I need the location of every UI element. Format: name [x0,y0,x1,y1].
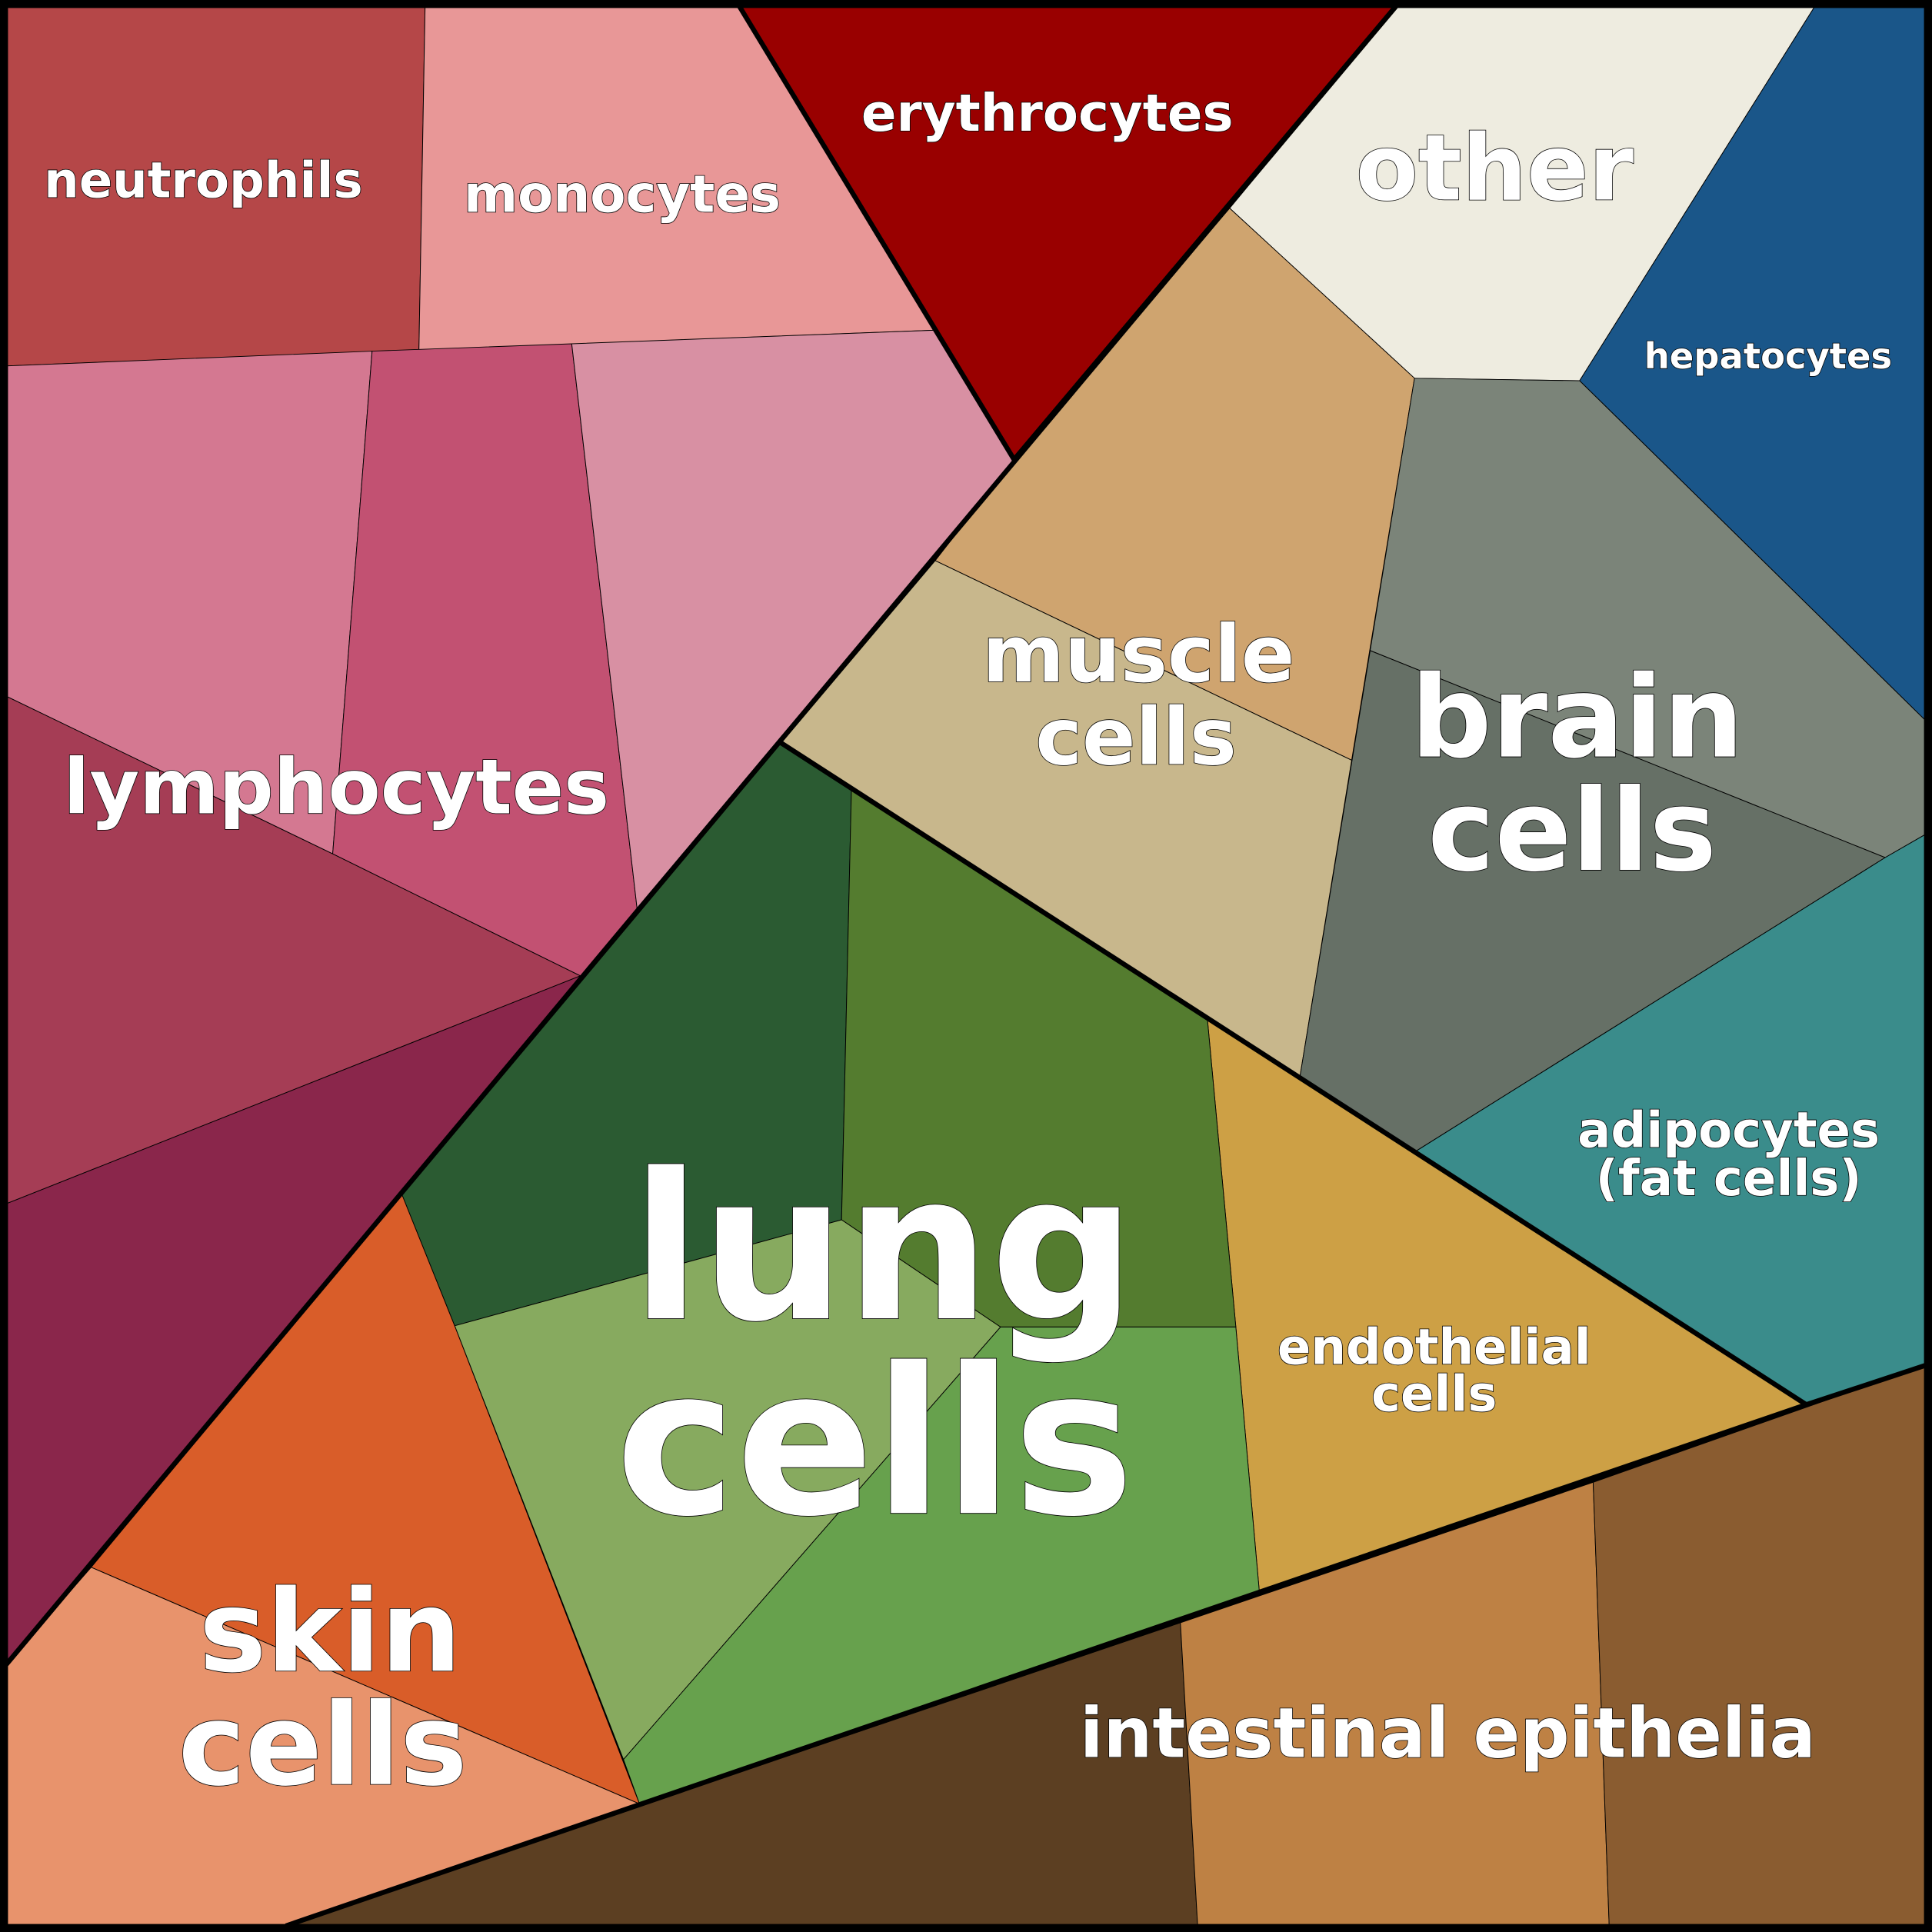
label-muscle-2: cells [1035,691,1237,783]
label-neutrophils: neutrophils [44,152,363,209]
label-brain-1: brain [1411,651,1744,784]
label-adipocytes-1: adipocytes [1577,1103,1880,1160]
label-brain-2: cells [1427,764,1717,897]
label-endothelial-1: endothelial [1277,1319,1591,1376]
label-skin-2: cells [178,1679,468,1811]
labels: neutrophils monocytes erythrocytes other… [43,82,1893,1812]
label-adipocytes-2: (fat cells) [1596,1151,1862,1208]
label-lung-2: cells [615,1325,1134,1561]
label-lung-1: lung [631,1131,1136,1367]
label-intestinal: intestinal epithelia [1080,1694,1816,1774]
label-erythrocytes: erythrocytes [861,83,1234,143]
label-monocytes: monocytes [464,165,781,225]
label-other: other [1356,115,1634,222]
label-skin-1: skin [199,1565,461,1697]
label-hepatocytes: hepatocytes [1644,335,1892,377]
label-endothelial-2: cells [1371,1366,1497,1423]
label-muscle-1: muscle [982,609,1294,701]
label-lymphocytes: lymphocytes [63,743,609,831]
